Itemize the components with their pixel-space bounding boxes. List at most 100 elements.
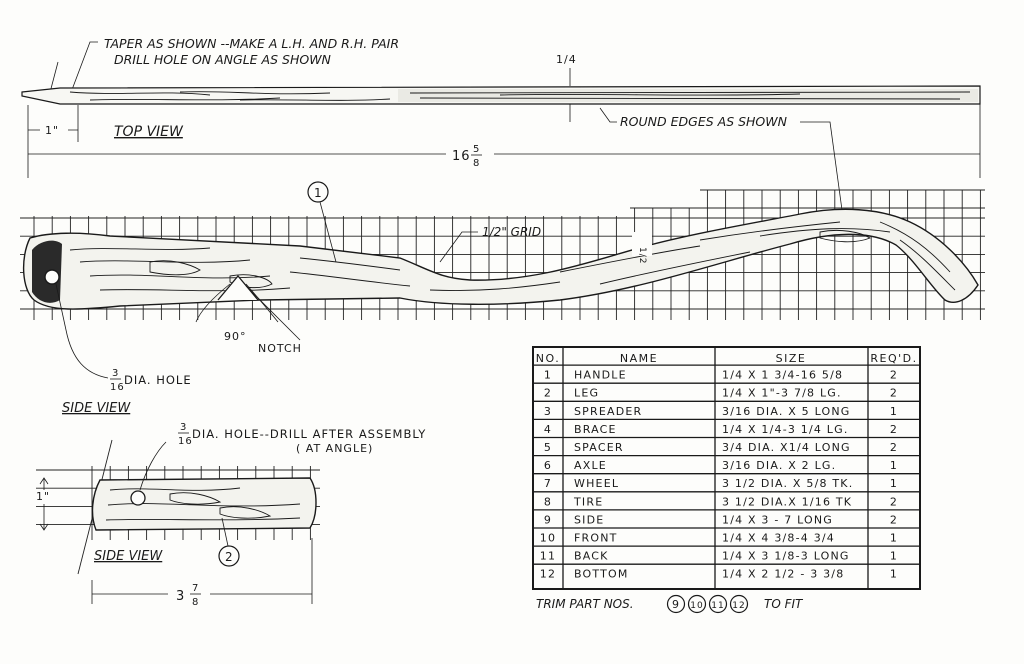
table-cell: AXLE <box>574 459 607 472</box>
taper-note: TAPER AS SHOWN --MAKE A L.H. AND R.H. PA… <box>104 36 399 51</box>
top-view: TAPER AS SHOWN --MAKE A L.H. AND R.H. PA… <box>21 36 981 211</box>
trim-part-number: 11 <box>711 601 724 611</box>
table-cell: FRONT <box>574 532 618 545</box>
table-cell: BACK <box>574 550 609 563</box>
table-cell: 3/16 DIA. X 5 LONG <box>722 405 851 418</box>
table-cell: SPACER <box>574 441 624 454</box>
table-header-cell: NAME <box>620 352 658 365</box>
table-cell: 6 <box>544 459 552 472</box>
trim-part-bubble <box>687 594 707 614</box>
round-edges-note: ROUND EDGES AS SHOWN <box>620 114 788 129</box>
height-dim-gap <box>632 232 652 256</box>
table-cell: 3 <box>544 405 552 418</box>
grid-label-leader <box>439 231 478 263</box>
table-cell: 3/4 DIA. X1/4 LONG <box>722 441 851 454</box>
table-cell: 7 <box>544 477 552 490</box>
side-view-leg: 90° NOTCH 1 1/2" GRID 1/2 3 16 DIA. HOLE… <box>20 181 985 416</box>
len-dim-den: 8 <box>192 597 199 608</box>
dim-overall-den: 8 <box>473 158 480 169</box>
trim-part-number: 12 <box>732 601 745 611</box>
side-view-handle: 3 16 DIA. HOLE--DRILL AFTER ASSEMBLY ( A… <box>34 422 426 608</box>
table-cell: 1 <box>890 405 898 418</box>
table-cell: BRACE <box>574 423 617 436</box>
table-header-cell: NO. <box>536 352 560 365</box>
round-edges-leader-2 <box>800 121 843 211</box>
table-cell: 2 <box>890 387 898 400</box>
leg-hole-label: DIA. HOLE <box>124 373 192 387</box>
trim-part-number: 10 <box>690 601 703 611</box>
table-cell: 2 <box>890 513 898 526</box>
small-hole-leader <box>139 441 167 491</box>
table-cell: 1 <box>890 568 898 581</box>
trim-part-bubbles: 9 10 11 12 <box>666 594 749 614</box>
table-cell: 1/4 X 1 3/4-16 5/8 <box>722 369 843 382</box>
table-cell: 1/4 X 2 1/2 - 3 3/8 <box>722 568 844 581</box>
table-cell: 1/4 X 3 1/8-3 LONG <box>722 550 850 563</box>
table-header-cell: SIZE <box>776 352 807 365</box>
trim-part-bubble <box>666 594 686 614</box>
notch-shape <box>217 274 259 301</box>
dim-overall-num: 5 <box>473 144 480 155</box>
leg-grain <box>69 221 956 292</box>
table-cell: 1/4 X 1"-3 7/8 LG. <box>722 387 842 400</box>
trim-note-prefix: TRIM PART NOS. <box>536 597 634 611</box>
table-cell: 1 <box>890 459 898 472</box>
table-cell: TIRE <box>573 495 603 508</box>
top-view-shading <box>398 89 978 102</box>
leg-hole <box>44 269 60 285</box>
part-number-1-leader <box>319 201 337 263</box>
parts-table-frame <box>532 346 921 590</box>
side-view-title-1: SIDE VIEW <box>62 401 131 416</box>
table-cell: 1/4 X 1/4-3 1/4 LG. <box>722 423 849 436</box>
small-part-grain <box>105 487 301 521</box>
table-cell: 2 <box>890 369 898 382</box>
height-dim-label: 1/2 <box>637 247 647 264</box>
thickness-label: 1/4 <box>556 53 577 66</box>
table-cell: 5 <box>544 441 552 454</box>
table-cell: SPREADER <box>574 405 642 418</box>
table-cell: 3 1/2 DIA. X 5/8 TK. <box>722 477 853 490</box>
taper-leader <box>69 41 98 96</box>
dim-1in-label: 1" <box>45 124 59 137</box>
leg-hole-den: 16 <box>110 382 125 393</box>
small-part-hole <box>130 490 146 506</box>
table-cell: 1/4 X 4 3/8-4 3/4 <box>722 532 835 545</box>
table-cell: SIDE <box>574 513 604 526</box>
top-view-grain <box>69 91 391 101</box>
small-hole-num: 3 <box>180 422 187 433</box>
round-edges-leader <box>599 107 617 123</box>
table-cell: HANDLE <box>574 369 627 382</box>
table-cell: 1 <box>544 369 552 382</box>
table-cell: 2 <box>890 423 898 436</box>
top-view-grain-2 <box>409 91 971 100</box>
trim-part-bubble <box>708 594 728 614</box>
part-number-1-bubble <box>307 181 329 203</box>
table-cell: 11 <box>540 550 556 563</box>
table-cell: 9 <box>544 513 552 526</box>
side-view-title-2: SIDE VIEW <box>94 549 163 564</box>
small-height-dim-gap <box>34 490 54 504</box>
table-cell: 3 1/2 DIA.X 1/16 TK <box>722 495 852 508</box>
small-height-dim-arrows <box>39 477 49 531</box>
table-cell: 2 <box>890 441 898 454</box>
table-cell: 12 <box>540 568 556 581</box>
table-cell: BOTTOM <box>574 568 629 581</box>
table-cell: 1 <box>890 477 898 490</box>
len-dim-num: 7 <box>192 583 199 594</box>
drill-note: DRILL HOLE ON ANGLE AS SHOWN <box>114 52 332 67</box>
table-cell: 4 <box>544 423 552 436</box>
small-height-dim: 1" <box>36 490 50 503</box>
leg-hole-num: 3 <box>112 368 119 379</box>
part-number-2-bubble <box>218 545 240 567</box>
notch-angle-arcs <box>195 283 279 323</box>
trim-part-number: 9 <box>672 598 680 611</box>
leg-hole-leader <box>55 283 109 379</box>
angle-label: 90° <box>224 330 247 343</box>
small-hole-den: 16 <box>178 436 193 447</box>
small-hole-note: DIA. HOLE--DRILL AFTER ASSEMBLY <box>192 427 426 441</box>
table-cell: 1 <box>890 550 898 563</box>
top-view-title: TOP VIEW <box>114 124 184 140</box>
table-cell: 2 <box>544 387 552 400</box>
